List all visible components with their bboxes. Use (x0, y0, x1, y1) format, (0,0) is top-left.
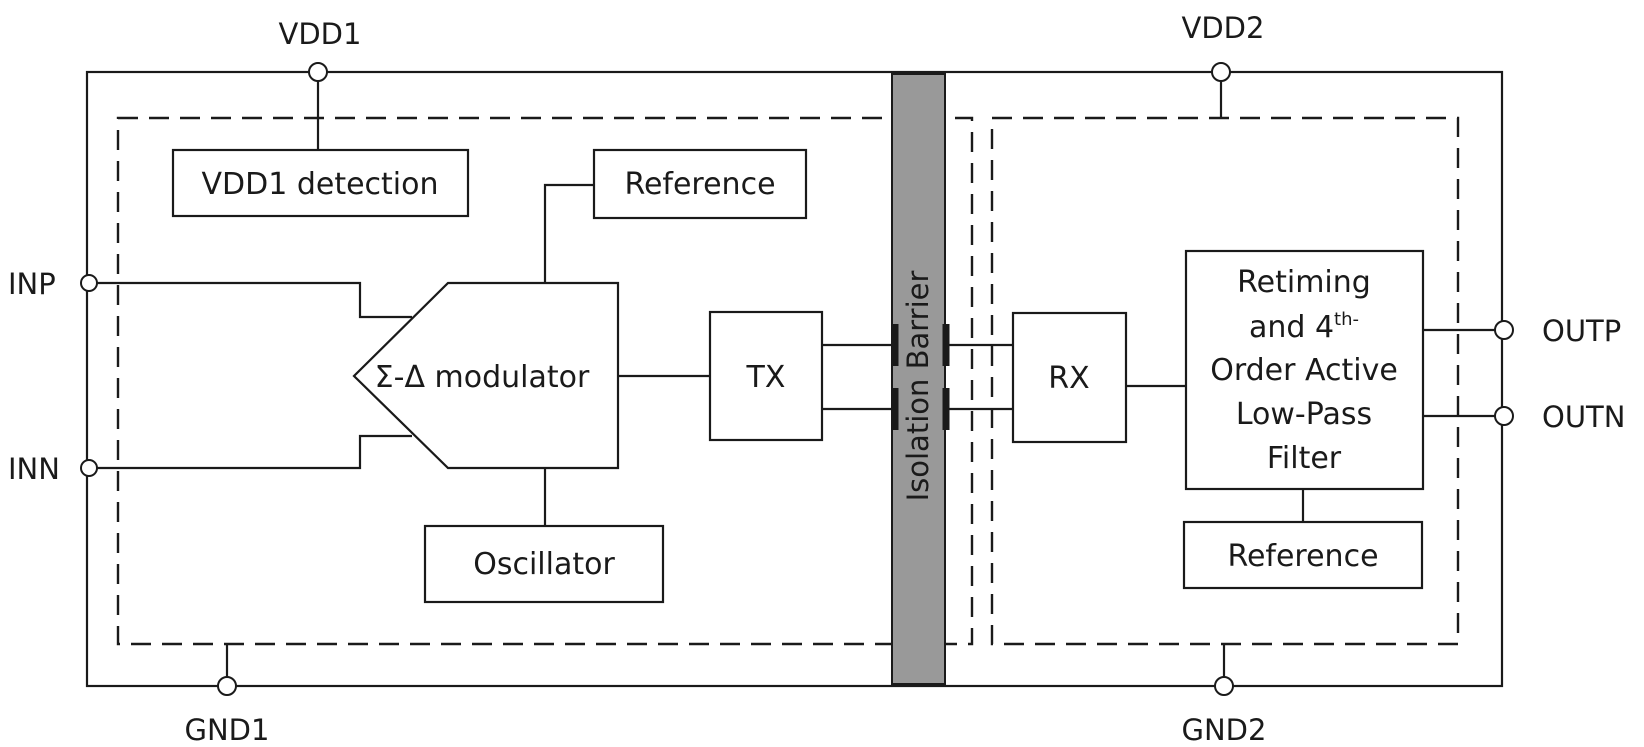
reference-right-block (1182, 520, 1424, 590)
filter-label-line1: Retiming (1237, 265, 1371, 300)
vdd2-pin (1211, 62, 1231, 82)
oscillator-block (423, 524, 665, 604)
filter-label-line3: Order Active (1210, 353, 1398, 388)
gnd2-pin (1214, 676, 1234, 696)
gnd1-pin (217, 676, 237, 696)
reference-to-modulator-wire (543, 183, 594, 283)
tx-label: TX (746, 360, 786, 395)
isolation-barrier-label: Isolation Barrier (901, 271, 935, 502)
vdd1-pin (308, 62, 328, 82)
vdd1-detection-block (171, 148, 470, 218)
tx-block (708, 310, 824, 442)
filter-label-line2-sup: th (1334, 309, 1352, 330)
vdd2-label: VDD2 (1182, 11, 1265, 45)
filter-label-line5: Filter (1267, 441, 1342, 476)
filter-label-line4: Low-Pass (1236, 397, 1372, 432)
filter-label-line2-pre: and 4 (1249, 310, 1334, 345)
inn-label: INN (8, 452, 60, 486)
reference-right-label: Reference (1227, 539, 1378, 574)
inp-pin (80, 274, 98, 292)
rx-block (1011, 311, 1128, 444)
reference-left-block (592, 148, 808, 220)
inp-label: INP (8, 267, 56, 301)
filter-label-line2: and 4th- (1249, 309, 1359, 345)
inp-wire (97, 281, 412, 319)
outn-label: OUTN (1542, 400, 1625, 434)
isolation-barrier (891, 73, 946, 685)
outp-pin (1494, 320, 1514, 340)
sigma-delta-modulator-block (352, 281, 620, 470)
retiming-filter-block (1184, 249, 1425, 491)
inn-pin (80, 459, 98, 477)
primary-side-domain (116, 116, 974, 646)
reference-left-label: Reference (624, 167, 775, 202)
oscillator-label: Oscillator (473, 547, 615, 582)
gnd2-label: GND2 (1182, 713, 1267, 747)
package-outline (85, 70, 1504, 688)
rx-label: RX (1048, 361, 1089, 396)
outn-pin (1494, 406, 1514, 426)
outp-label: OUTP (1542, 314, 1621, 348)
filter-label-line2-post: - (1353, 309, 1360, 330)
sigma-delta-modulator-label: Σ-Δ modulator (375, 360, 590, 395)
vdd1-label: VDD1 (279, 17, 362, 51)
vdd1-detection-label: VDD1 detection (201, 167, 438, 202)
inn-wire (97, 434, 412, 470)
gnd1-label: GND1 (185, 713, 270, 747)
